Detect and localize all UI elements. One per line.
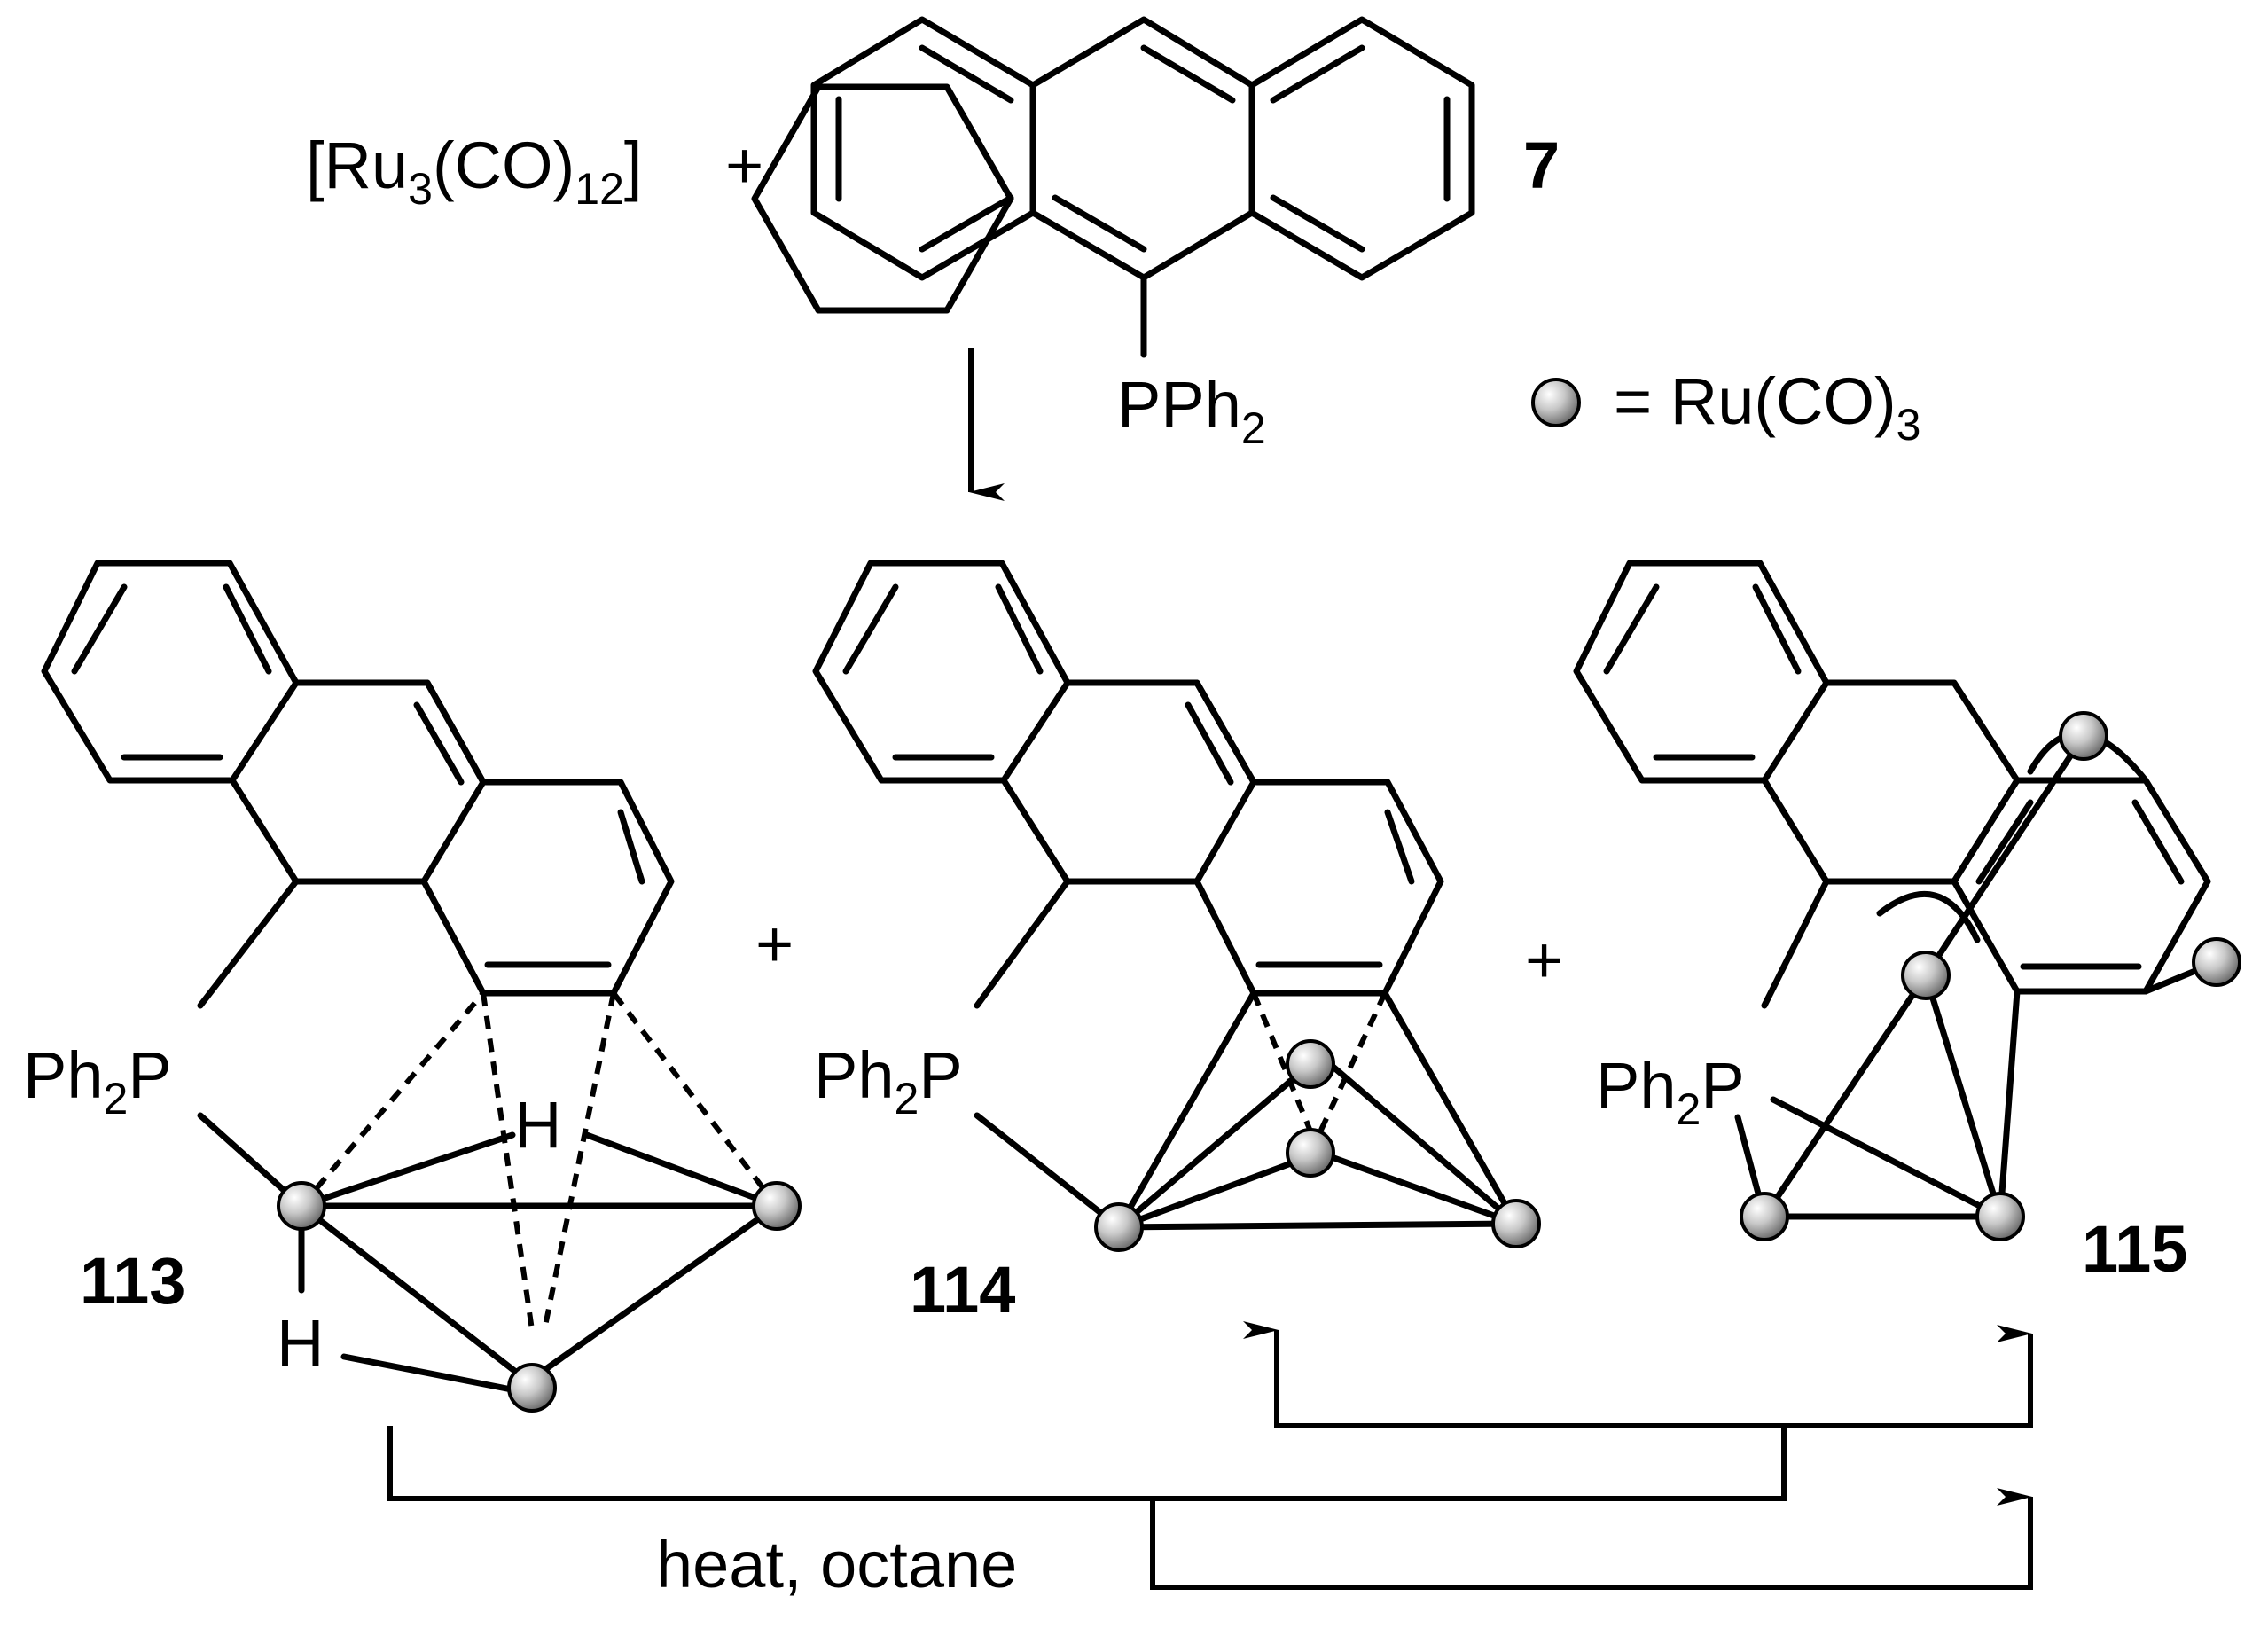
compound-115-label: 115 <box>2082 1212 2187 1286</box>
compound-7-label: 7 <box>1523 129 1560 202</box>
ru-atom <box>1286 1128 1335 1178</box>
compound-114-label: 114 <box>910 1253 1015 1327</box>
ru-atom <box>752 1181 802 1231</box>
anthracene-7-rings <box>810 16 1475 358</box>
ru-atom <box>2192 937 2241 987</box>
ru-atom <box>1975 1192 2025 1241</box>
compound-113-label: 113 <box>80 1244 185 1318</box>
product-113 <box>41 560 675 1009</box>
ru-atom <box>1286 1039 1335 1089</box>
plus-sign-2: + <box>1525 923 1563 997</box>
ru3-cluster-115 <box>1734 711 2241 1241</box>
product-115 <box>1573 560 2211 1009</box>
ru3-cluster-114 <box>974 990 1541 1252</box>
heat-arrows <box>387 1321 2033 1590</box>
ru3co12-label: [Ru3(CO)12] <box>306 129 642 214</box>
product-115-phosphine: Ph2P <box>1596 1049 1745 1134</box>
product-114-phosphine: Ph2P <box>814 1038 963 1123</box>
ru-atom <box>277 1181 326 1231</box>
reaction-conditions: heat, octane <box>656 1528 1017 1601</box>
anthracene-ligand-7 <box>751 83 1014 314</box>
ru-co3-legend-sphere <box>1531 378 1581 427</box>
ru-co3-legend-text: = Ru(CO)3 <box>1614 364 1920 450</box>
ru-atom <box>1901 951 1951 1000</box>
hydride-h-bridging: H <box>514 1088 561 1162</box>
ru-atom <box>2059 711 2108 761</box>
product-113-phosphine: Ph2P <box>23 1038 172 1123</box>
ru-atom <box>507 1363 557 1413</box>
hydride-h-terminal: H <box>277 1306 324 1380</box>
ru-atom <box>1740 1192 1789 1241</box>
ru-atom <box>1094 1202 1144 1252</box>
ru3-cluster-113 <box>197 991 802 1413</box>
ru-atom <box>1491 1199 1541 1248</box>
pph2-substituent: PPh2 <box>1117 368 1266 453</box>
plus-sign-1: + <box>755 907 794 981</box>
product-114 <box>812 560 1444 1009</box>
